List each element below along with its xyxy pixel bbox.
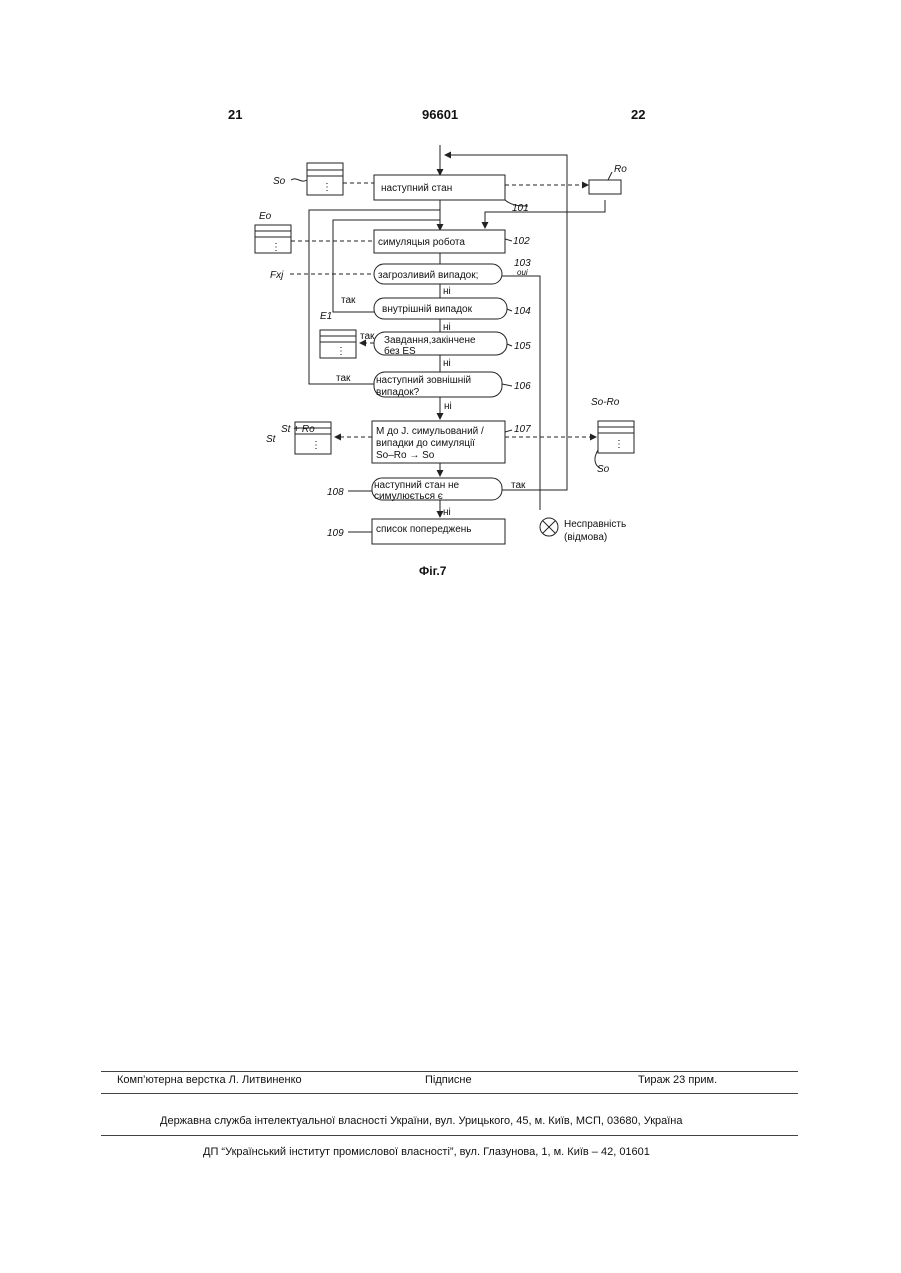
svg-text:⋮: ⋮ xyxy=(322,182,332,193)
step-107-text-2: випадки до симуляції xyxy=(376,438,475,449)
store-eo: ⋮ xyxy=(255,225,291,253)
fault-text-1: Несправність xyxy=(564,519,626,530)
store-so-ro: ⋮ xyxy=(598,421,634,453)
ref-107: 107 xyxy=(514,424,531,435)
yes-label-108: так xyxy=(511,480,526,491)
label-st: St xyxy=(266,434,277,445)
oui-label: oui xyxy=(517,268,528,277)
label-st-plus-ro: St + Ro xyxy=(281,424,315,435)
step-103-text: загрозливий випадок; xyxy=(378,270,478,281)
svg-text:⋮: ⋮ xyxy=(336,346,346,357)
footer-rule-middle xyxy=(101,1093,798,1094)
footer-layout: Комп’ютерна верстка Л. Литвиненко xyxy=(117,1074,302,1086)
ro-feed-line xyxy=(485,200,605,228)
ref-102: 102 xyxy=(513,236,530,247)
label-fxj: Fxj xyxy=(270,270,284,281)
fault-text-2: (відмова) xyxy=(564,532,607,543)
footer-institute: ДП “Український інститут промислової вла… xyxy=(203,1146,650,1158)
step-105-text-1: Завдання,закінчене xyxy=(384,335,476,346)
label-so-bottom: So xyxy=(597,464,610,475)
step-108-text-2: симулюється є xyxy=(374,491,443,502)
ref-106: 106 xyxy=(514,381,531,392)
label-ro: Ro xyxy=(614,164,627,175)
ref-105: 105 xyxy=(514,341,531,352)
flowchart-figure: наступний стан симуляцыя робота загрозли… xyxy=(0,0,901,620)
svg-text:⋮: ⋮ xyxy=(271,242,281,253)
footer-signed: Підписне xyxy=(425,1074,472,1086)
step-107-text-3: So–Ro → So xyxy=(376,450,435,461)
no-label-104: ні xyxy=(443,322,451,333)
step-106-text-1: наступний зовнішній xyxy=(376,375,471,386)
yes-label-105: так xyxy=(360,331,375,342)
footer-rule-top xyxy=(101,1071,798,1072)
step-106-text-2: випадок? xyxy=(376,387,420,398)
ref-109: 109 xyxy=(327,528,344,539)
label-eo: Eo xyxy=(259,211,272,222)
store-e1: ⋮ xyxy=(320,330,356,358)
no-label-108: ні xyxy=(443,507,451,518)
ref-108: 108 xyxy=(327,487,344,498)
store-so: ⋮ xyxy=(307,163,343,195)
figure-caption: Фіг.7 xyxy=(419,564,447,578)
step-107-text-1: М до J. симульований / xyxy=(376,426,484,437)
ref-101: 101 xyxy=(512,203,529,214)
step-102-text: симуляцыя робота xyxy=(378,236,465,248)
step-101-text: наступний стан xyxy=(381,183,452,194)
ref-104: 104 xyxy=(514,306,531,317)
no-label-106: ні xyxy=(444,401,452,412)
yes-label-104: так xyxy=(341,295,356,306)
footer-print-run: Тираж 23 прим. xyxy=(638,1074,717,1086)
label-so: So xyxy=(273,176,286,187)
fault-terminal-icon xyxy=(540,518,558,536)
svg-text:⋮: ⋮ xyxy=(311,440,321,451)
step-108-text-1: наступний стан не xyxy=(374,480,460,491)
footer-rule-bottom xyxy=(101,1135,798,1136)
store-ro xyxy=(589,180,621,194)
label-e1: E1 xyxy=(320,311,332,322)
yes-label-106: так xyxy=(336,373,351,384)
footer-office: Державна служба інтелектуальної власност… xyxy=(160,1115,683,1127)
no-label-105: ні xyxy=(443,358,451,369)
step-105-text-2: без ES xyxy=(384,345,416,357)
label-so-minus-ro: So-Ro xyxy=(591,397,620,408)
step-104-text: внутрішній випадок xyxy=(382,304,473,315)
step-109-text: список попереджень xyxy=(376,524,472,535)
svg-text:⋮: ⋮ xyxy=(614,439,624,450)
no-label-103: ні xyxy=(443,286,451,297)
